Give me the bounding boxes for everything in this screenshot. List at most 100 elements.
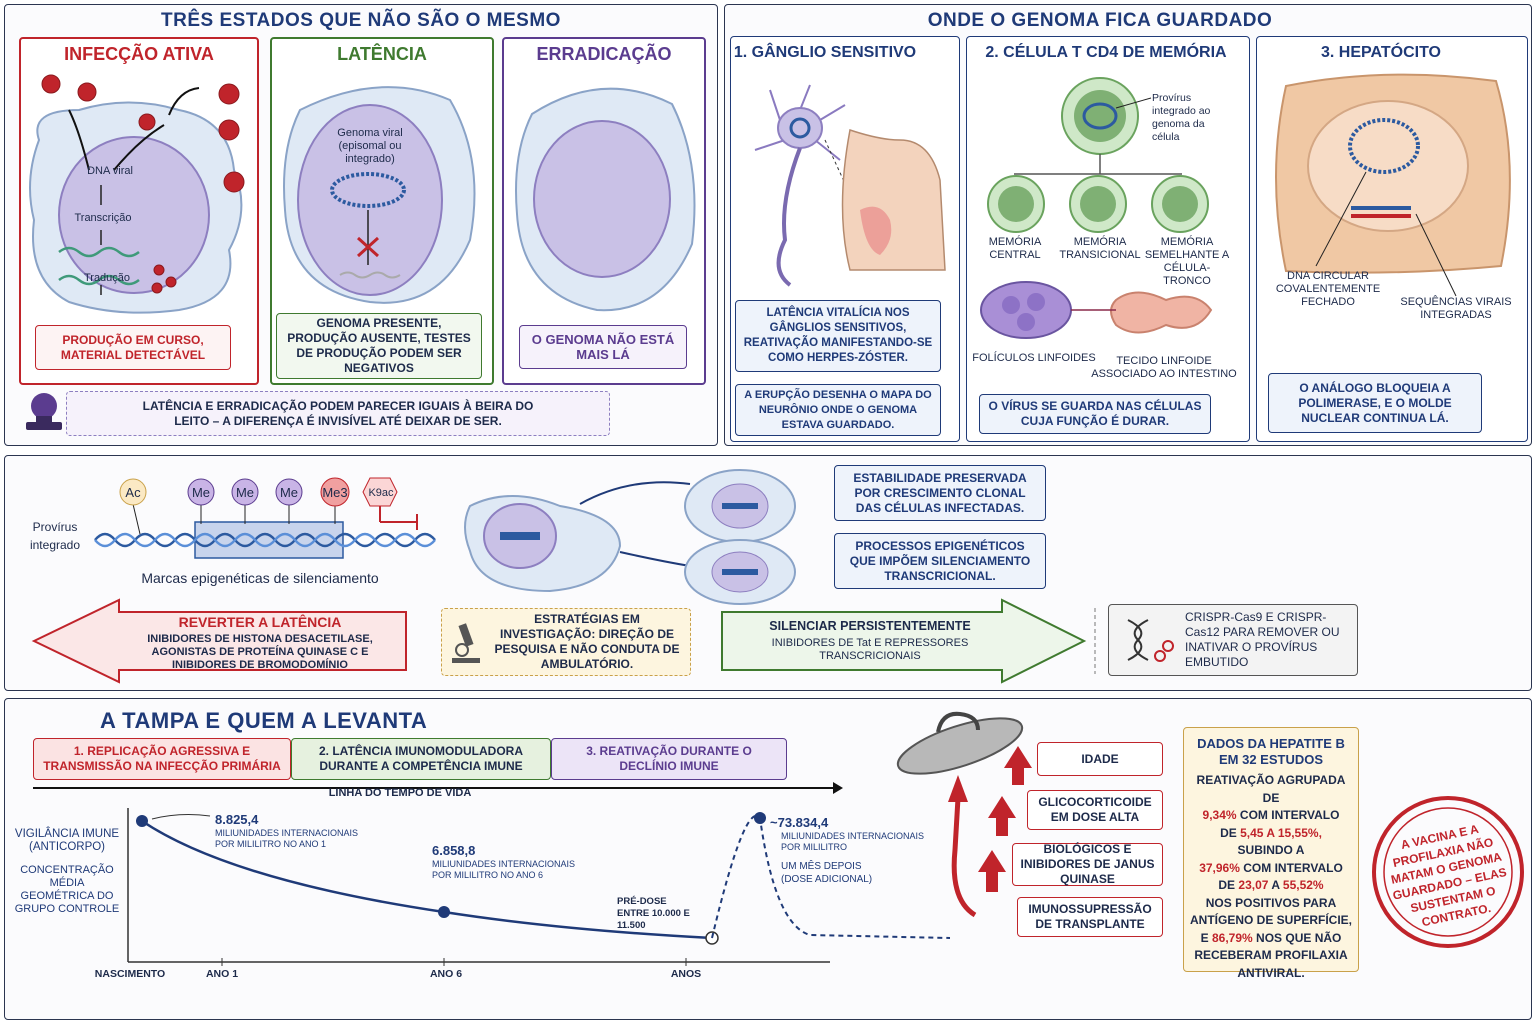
timeline-label: LINHA DO TEMPO DE VIDA — [328, 787, 472, 799]
hepatocyte-box: O ANÁLOGO BLOQUEIA A POLIMERASE, E O MOL… — [1268, 373, 1482, 433]
eradication-status-box: O GENOMA NÃO ESTÁ MAIS LÁ — [519, 325, 687, 369]
clonal-expansion-illustration — [464, 469, 796, 605]
lymphoid-illustration — [980, 281, 1213, 339]
tcell-box: O VÍRUS SE GUARDA NAS CÉLULAS CUJA FUNÇÃ… — [979, 394, 1211, 434]
hepb-r2a: 23,07 — [1238, 878, 1269, 892]
hepb-v2: 37,96% — [1199, 860, 1240, 875]
hepb-r1: 5,45 A 15,55%, — [1240, 825, 1322, 840]
y-label-concentration: CONCENTRAÇÃO MÉDIA GEOMÉTRICA DO GRUPO C… — [14, 864, 120, 915]
neuron-body-illustration — [754, 84, 946, 287]
point-1-unit: MILIUNIDADES INTERNACIONAIS POR MILILITR… — [215, 828, 359, 849]
hepb-l7: A — [1271, 878, 1280, 892]
hepb-body: REATIVAÇÃO AGRUPADA DE 9,34% COM INTERVA… — [1189, 772, 1353, 982]
follicles-label: FOLÍCULOS LINFOIDES — [972, 352, 1096, 364]
hepb-r2b: 55,52% — [1282, 878, 1324, 892]
phase-2: 2. LATÊNCIA IMUNOMODULADORA DURANTE A CO… — [291, 738, 551, 780]
active-status-box: PRODUÇÃO EM CURSO, MATERIAL DETECTÁVEL — [35, 325, 231, 370]
storage-title: ONDE O GENOMA FICA GUARDADO — [927, 10, 1273, 31]
point-booster — [754, 812, 766, 824]
point-year6 — [438, 906, 450, 918]
epigenetic-box: PROCESSOS EPIGENÉTICOS QUE IMPÕEM SILENC… — [834, 533, 1046, 589]
silence-title: SILENCIAR PERSISTENTEMENTE — [769, 619, 971, 633]
point-year1 — [136, 815, 148, 827]
point-2-value: 6.858,8 — [432, 843, 476, 858]
hepb-l9: E — [1200, 930, 1209, 945]
mark-me-3: Me — [279, 485, 299, 500]
hepb-l5: COM INTERVALO — [1243, 860, 1343, 875]
tcell-title: 2. CÉLULA T CD4 DE MEMÓRIA — [985, 44, 1227, 61]
hepb-l3: DE — [1220, 825, 1237, 840]
dna-scissors-icon — [1127, 619, 1174, 662]
integrated-sequences-label: SEQUÊNCIAS VIRAIS INTEGRADAS — [1400, 296, 1512, 321]
hepb-title: DADOS DA HEPATITE B EM 32 ESTUDOS — [1197, 736, 1345, 767]
lid-illustration — [896, 711, 1024, 775]
memory-type-transitional: MEMÓRIA TRANSICIONAL — [1059, 236, 1141, 261]
tcell-illustration — [987, 77, 1209, 233]
reverse-title: REVERTER A LATÊNCIA — [178, 614, 342, 630]
ganglion-box-2: A ERUPÇÃO DESENHA O MAPA DO NEURÔNIO OND… — [735, 384, 941, 436]
reverse-text: INIBIDORES DE HISTONA DESACETILASE, AGON… — [147, 633, 373, 671]
stamp-icon — [26, 393, 62, 430]
mark-me-2: Me — [235, 485, 255, 500]
clonal-box: ESTABILIDADE PRESERVADA POR CRESCIMENTO … — [834, 465, 1046, 521]
galt-label: TECIDO LINFOIDE ASSOCIADO AO INTESTINO — [1091, 355, 1237, 380]
memory-type-stem: MEMÓRIA SEMELHANTE A CÉLULA-TRONCO — [1144, 236, 1230, 287]
mark-me3: Me3 — [322, 485, 348, 500]
viral-genome-label: Genoma viral (episomal ou integrado) — [337, 127, 403, 165]
silence-text: INIBIDORES DE Tat E REPRESSORES TRANSCRI… — [771, 637, 969, 662]
transcription-label: Transcrição — [74, 212, 132, 224]
timeline-arrow — [33, 782, 843, 794]
dna-viral-label: DNA viral — [87, 165, 133, 177]
divider-dashed — [1094, 608, 1096, 674]
lid-title: A TAMPA E QUEM A LEVANTA — [100, 708, 428, 733]
bedside-note: LATÊNCIA E ERRADICAÇÃO PODEM PARECER IGU… — [66, 391, 610, 436]
eradication-cell-illustration — [515, 87, 696, 312]
y-label-immune: VIGILÂNCIA IMUNE (ANTICORPO) — [14, 828, 120, 853]
latency-cell-illustration — [283, 86, 476, 304]
x-tick-birth: NASCIMENTO — [94, 968, 166, 980]
hepb-l8: NOS POSITIVOS PARA ANTÍGENO DE SUPERFÍCI… — [1189, 895, 1353, 928]
phase-3: 3. REATIVAÇÃO DURANTE O DECLÍNIO IMUNE — [551, 738, 787, 780]
eradication-title: ERRADICAÇÃO — [536, 44, 672, 64]
research-note: ESTRATÉGIAS EM INVESTIGAÇÃO: DIREÇÃO DE … — [441, 608, 691, 676]
point-3-value: ~73.834,4 — [770, 815, 829, 830]
reverse-arrow — [31, 598, 407, 684]
states-title: TRÊS ESTADOS QUE NÃO SÃO O MESMO — [161, 10, 561, 31]
hepb-box — [1183, 727, 1359, 972]
point1-pointer — [151, 814, 211, 820]
hepb-l6: DE — [1218, 878, 1236, 892]
factor-glucocorticoid: GLICOCORTICOIDE EM DOSE ALTA — [1027, 790, 1163, 830]
x-tick-years: ANOS — [670, 968, 702, 980]
factor-transplant: IMUNOSSUPRESSÃO DE TRANSPLANTE — [1017, 897, 1163, 937]
hepb-v3: 86,79% — [1211, 930, 1253, 945]
hepb-l4: SUBINDO A — [1237, 843, 1305, 857]
hepatocyte-illustration — [1275, 73, 1511, 297]
point-1-value: 8.825,4 — [215, 812, 259, 827]
marks-caption: Marcas epigenéticas de silenciamento — [141, 570, 379, 586]
mark-k9ac: K9ac — [368, 487, 394, 499]
microscope-icon — [452, 623, 480, 663]
factor-age: IDADE — [1037, 742, 1163, 776]
phase-1: 1. REPLICAÇÃO AGRESSIVA E TRANSMISSÃO NA… — [33, 738, 291, 780]
translation-label: Tradução — [83, 272, 131, 284]
integrated-provirus-label: Provírus integrado — [29, 520, 81, 552]
silence-arrow — [721, 598, 1087, 684]
active-title: INFECÇÃO ATIVA — [64, 44, 214, 64]
hepb-l1: REATIVAÇÃO AGRUPADA DE — [1196, 773, 1346, 805]
point-3-note: UM MÊS DEPOIS (DOSE ADICIONAL) — [781, 861, 873, 885]
x-tick-year1: ANO 1 — [205, 968, 239, 980]
contract-stamp — [1372, 796, 1524, 948]
mark-ac: Ac — [125, 485, 141, 500]
hepatocyte-title: 3. HEPATÓCITO — [1320, 44, 1441, 61]
active-cell-illustration — [29, 74, 245, 314]
latency-status-box: GENOMA PRESENTE, PRODUÇÃO AUSENTE, TESTE… — [276, 313, 482, 379]
lift-arrows — [948, 746, 1032, 918]
x-tick-year6: ANO 6 — [429, 968, 463, 980]
cccdna-label: DNA CIRCULAR COVALENTEMENTE FECHADO — [1275, 270, 1381, 308]
point-2-unit: MILIUNIDADES INTERNACIONAIS POR MILILITR… — [432, 859, 576, 880]
predose-label: PRÉ-DOSE ENTRE 10.000 E 11.500 — [617, 896, 690, 931]
ganglion-box-1: LATÊNCIA VITALÍCIA NOS GÂNGLIOS SENSITIV… — [735, 300, 941, 372]
mark-me-1: Me — [191, 485, 211, 500]
point-3-unit: MILIUNIDADES INTERNACIONAIS POR MILILITR… — [781, 831, 925, 852]
